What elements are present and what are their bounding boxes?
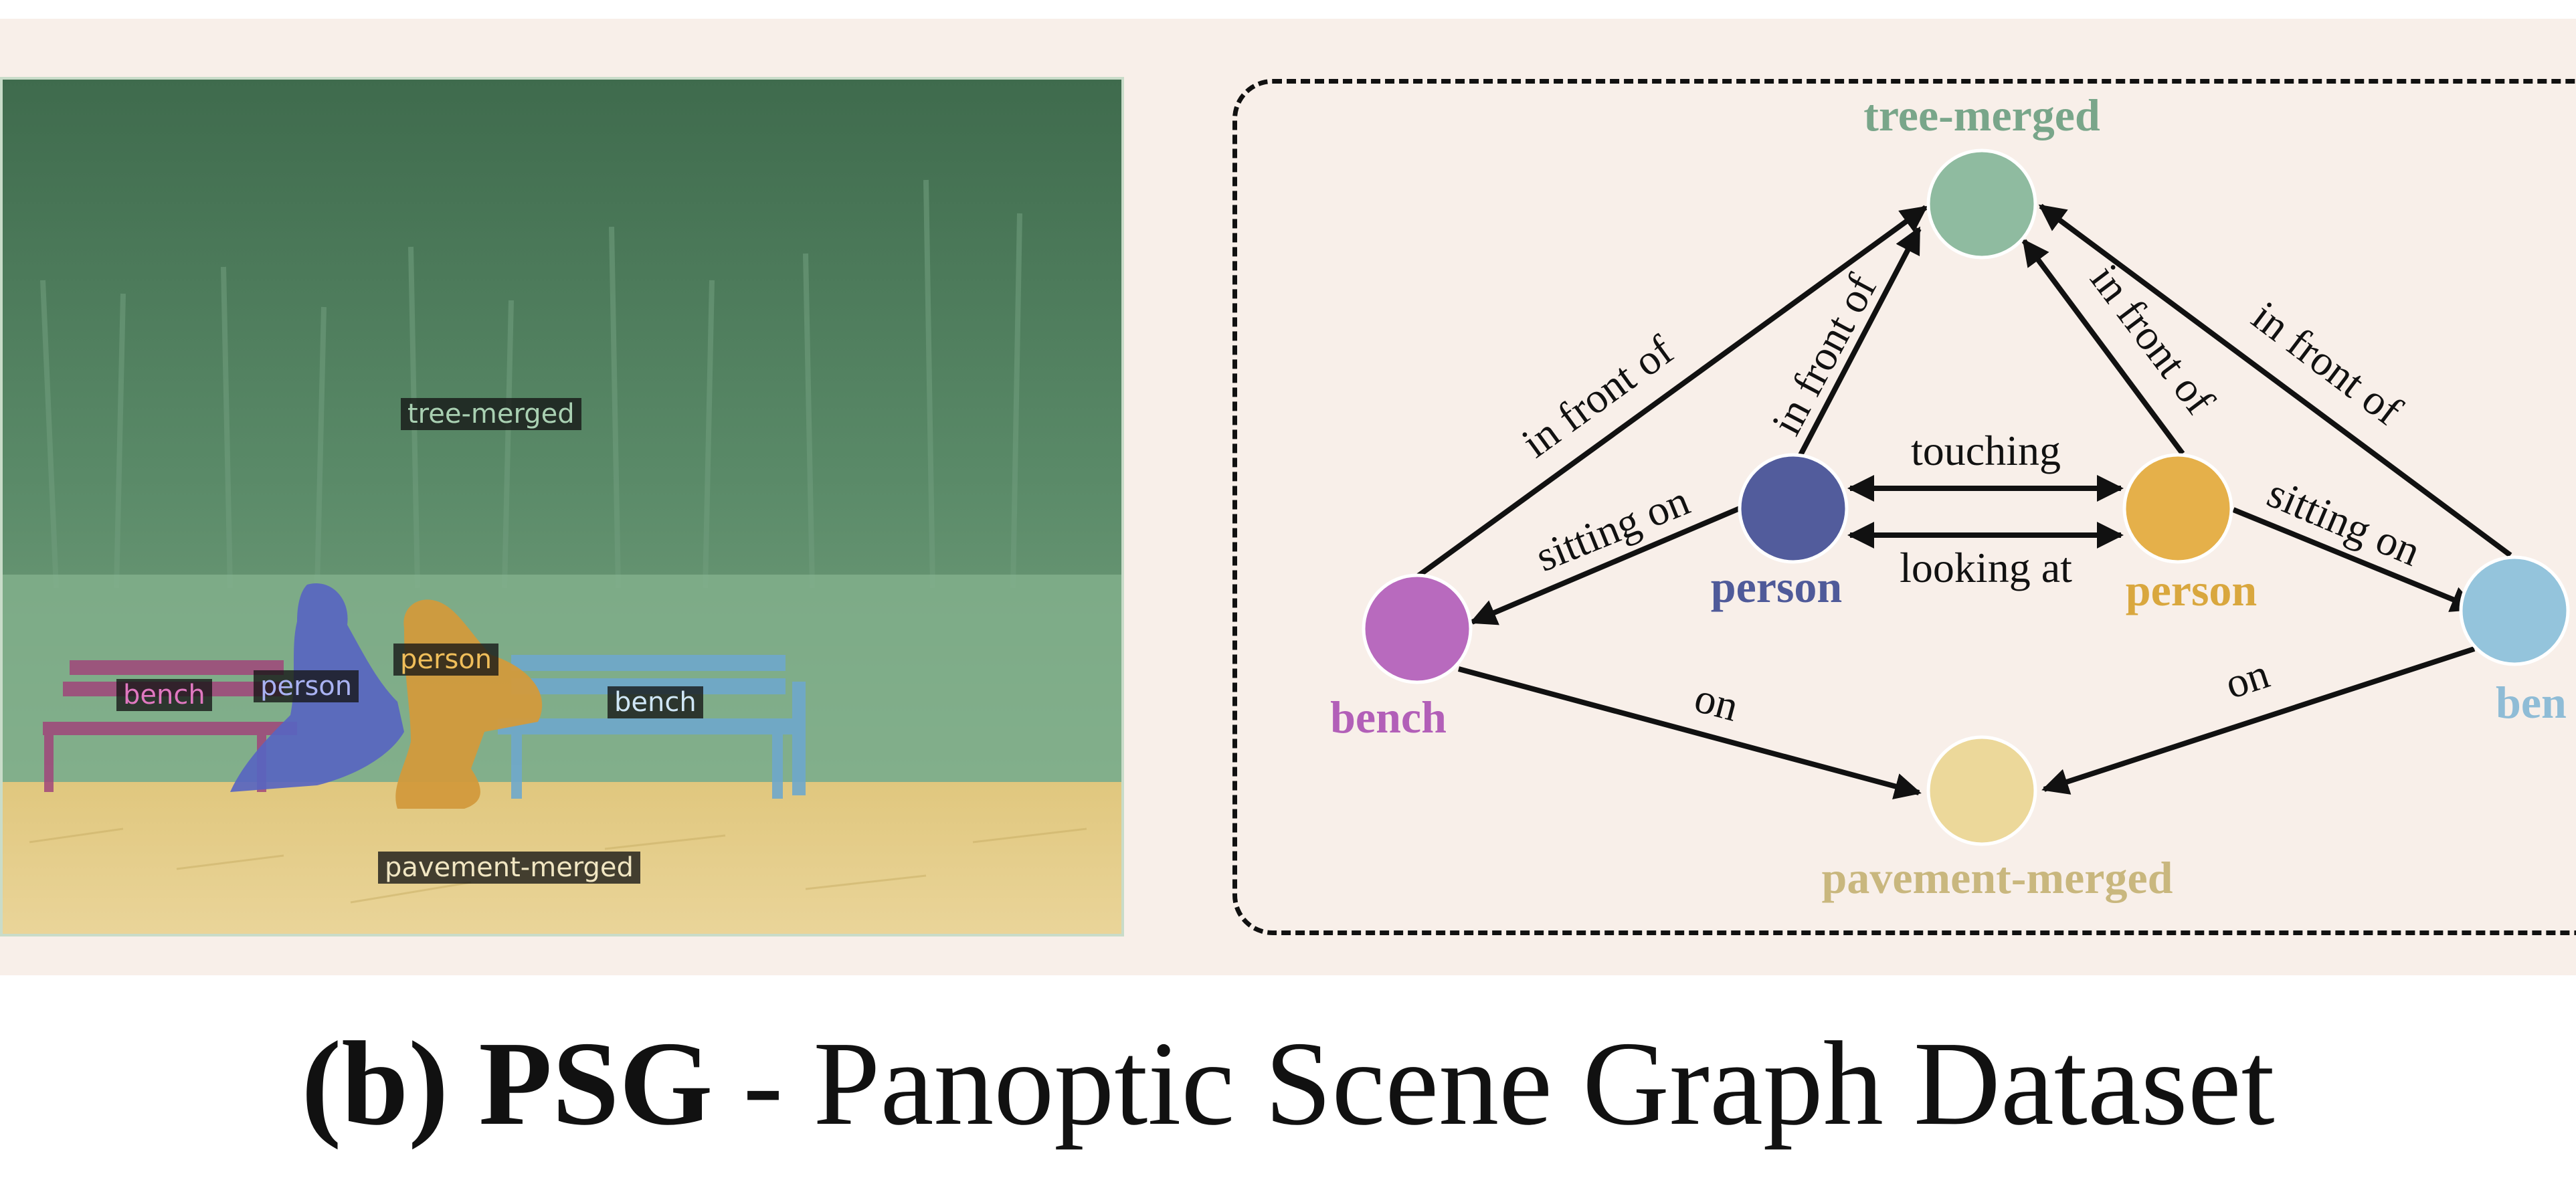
- tree-trunks: [40, 179, 1022, 589]
- edge-person-left-to-bench-left: [1469, 506, 1741, 625]
- bench-right-mask: [498, 655, 806, 799]
- mask-label-person-left: person: [254, 670, 359, 702]
- mask-label-bench-left: bench: [116, 679, 212, 711]
- edge-person-right-to-tree: [2021, 238, 2185, 456]
- edge-bench-left-to-pavement: [1457, 666, 1922, 799]
- figure-caption: (b) PSG - Panoptic Scene Graph Dataset: [0, 1010, 2576, 1157]
- node-pavement-merged: [1926, 735, 2037, 846]
- node-bench-right: [2459, 555, 2570, 666]
- edge-label-touching: touching: [1911, 427, 2061, 474]
- edge-bench-right-to-pavement: [2041, 646, 2476, 795]
- caption-title: - Panoptic Scene Graph Dataset: [713, 1017, 2275, 1150]
- node-label-bench-right: ben: [2496, 677, 2567, 728]
- node-person-left: [1738, 453, 1849, 564]
- node-person-right: [2122, 453, 2233, 564]
- node-bench-left: [1362, 573, 1473, 684]
- edge-label-on-left: on: [1689, 674, 1743, 730]
- mask-label-pavement: pavement-merged: [378, 852, 640, 884]
- mask-label-bench-right: bench: [608, 686, 703, 718]
- pavement-texture: [29, 827, 1087, 904]
- edge-person-right-to-bench-right: [2232, 507, 2478, 612]
- edge-label-person-left-tree: in front of: [1762, 266, 1886, 442]
- node-label-tree-merged: tree-merged: [1863, 90, 2100, 140]
- node-tree-merged: [1926, 149, 2037, 260]
- edge-person-left-to-tree: [1797, 226, 1922, 458]
- scene-graph-frame: [1232, 79, 2576, 935]
- edge-label-on-right: on: [2219, 650, 2275, 708]
- node-label-bench-left: bench: [1330, 692, 1447, 743]
- mask-label-person-right: person: [393, 644, 499, 676]
- edge-bench-left-to-tree: [1415, 205, 1928, 579]
- node-label-person-right: person: [2126, 565, 2257, 615]
- panoptic-segmentation-image: tree-merged person bench person bench pa…: [0, 77, 1124, 936]
- node-label-person-left: person: [1711, 561, 1842, 612]
- edge-bench-right-to-tree: [2038, 203, 2512, 558]
- edge-label-bench-right-tree: in front of: [2243, 292, 2411, 434]
- edge-label-person-right-tree: in front of: [2082, 256, 2224, 423]
- caption-prefix: (b) PSG: [301, 1017, 713, 1150]
- scene-graph: tree-merged person person bench ben pave…: [1330, 90, 2570, 903]
- mask-label-tree: tree-merged: [401, 398, 581, 430]
- edge-label-sitting-on-right: sitting on: [2261, 469, 2427, 575]
- edge-label-looking-at: looking at: [1900, 544, 2072, 591]
- node-label-pavement-merged: pavement-merged: [1822, 852, 2173, 903]
